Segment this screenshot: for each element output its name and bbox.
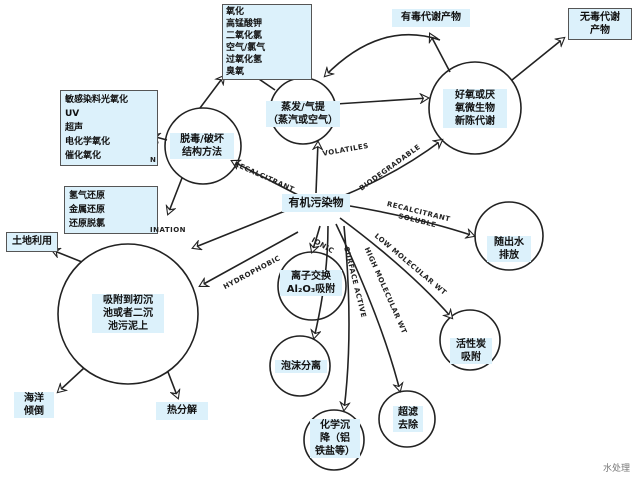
box-reduction: 氢气还原 金属还原 还原脱氯 [64,186,158,234]
node-activated-carbon-line1: 活性炭 [456,339,486,350]
box-advanced-oxidation-line3: 超声 [65,123,84,133]
box-toxic-products: 有毒代谢产物 [392,9,470,27]
node-evaporation-line1: 蒸发/气提 [281,102,325,113]
box-land-use: 土地利用 [6,232,58,252]
detox-circle [164,107,242,185]
sludge-circle [57,243,199,385]
footer-watermark: 水处理 [602,464,630,474]
node-sludge-line3: 池污泥上 [108,321,148,332]
box-oxidants-line3: 二氧化氯 [226,31,263,41]
node-activated-carbon: 活性炭 吸附 [450,338,492,364]
activated-carbon-circle [439,309,501,371]
box-oxidants-line4: 空气/氯气 [226,43,266,53]
edge-label-oxidation-tail: N [150,156,157,164]
flow-biodegradable [344,140,442,196]
node-ion-exchange-line2: Al₂O₃吸附 [286,284,336,295]
node-detox-line1: 脱毒/破坏 [180,134,224,145]
flow-detox-oxidants [199,76,224,109]
box-reduction-line2: 金属还原 [69,205,106,215]
node-discharge-line1: 随出水 [494,237,524,248]
box-oxidants-line6: 臭氧 [226,67,245,77]
flow-hydrophobic [200,231,299,286]
box-advanced-oxidation-line4: 电化学氧化 [65,137,111,147]
box-advanced-oxidation-line5: 催化氧化 [65,151,102,161]
chem-precip-circle [303,409,365,471]
box-reduction-line3: 还原脱氯 [69,219,106,229]
node-aerobic: 好氧或厌 氧微生物 新陈代谢 [443,89,507,128]
flow-recalcitrant [232,161,299,196]
flow-chem-precip [344,225,349,410]
box-ocean-dump: 海洋 倾倒 [14,392,54,418]
node-evaporation: 蒸发/气提 （蒸汽或空气） [266,101,340,127]
flow-loop [325,33,441,76]
node-sludge: 吸附到初沉 池或者二沉 池污泥上 [92,294,164,333]
node-discharge: 随出水 排放 [487,236,531,262]
edge-label-reduction-tail: INATION [150,226,187,234]
node-activated-carbon-line2: 吸附 [461,352,481,363]
box-ocean-dump-line1: 海洋 [24,393,44,404]
flow-sludge-pyrolysis [167,371,178,398]
box-oxidants: 氧化 高锰酸钾 二氧化氯 空气/氯气 过氧化氢 臭氧 [222,4,312,80]
box-advanced-oxidation-line2: UV [65,109,80,119]
node-sludge-line2: 池或者二沉 [103,308,153,319]
flow-aerobic-toxic [430,34,451,73]
box-pyrolysis: 热分解 [156,402,208,420]
node-aerobic-line2: 氧微生物 [455,103,495,114]
node-aerobic-line1: 好氧或厌 [455,90,495,101]
node-chem-precip-line3: 铁盐等） [315,446,355,457]
box-advanced-oxidation-line1: 敏感染料光氧化 [65,95,129,105]
node-chem-precip-line1: 化学沉 [320,420,350,431]
node-sludge-line1: 吸附到初沉 [103,295,153,306]
box-oxidants-line5: 过氧化氢 [226,55,263,65]
node-chem-precip-line2: 降（铝 [320,433,350,444]
box-ocean-dump-line2: 倾倒 [24,406,44,417]
node-ultrafiltration-line1: 超滤 [398,407,418,418]
flow-volatiles [316,142,318,194]
flow-ionic [312,225,321,252]
node-chem-precip: 化学沉 降（铝 铁盐等） [310,419,360,458]
box-nontoxic-products-line1: 无毒代谢 [580,12,620,23]
flow-detox-reduction [168,177,183,214]
box-oxidants-line1: 氧化 [226,7,245,17]
box-advanced-oxidation: 敏感染料光氧化 UV 超声 电化学氧化 催化氧化 [60,90,158,166]
flow-to-sludge [193,204,301,248]
aerobic-circle [428,61,522,155]
node-ultrafiltration-line2: 去除 [398,420,418,431]
node-ion-exchange: 离子交换 Al₂O₃吸附 [280,270,342,296]
box-nontoxic-products-line2: 产物 [590,25,610,36]
box-nontoxic-products: 无毒代谢 产物 [568,8,632,40]
flow-low-mw [339,217,452,318]
node-detox: 脱毒/破坏 结构方法 [170,133,234,159]
flow-evap-aerobic [335,98,428,105]
box-reduction-line1: 氢气还原 [69,191,106,201]
center-node-organic-pollutants: 有机污染物 [282,194,350,212]
node-foam: 泡沫分离 [275,360,327,373]
box-oxidants-line2: 高锰酸钾 [226,19,263,29]
flow-recalcitrant-soluble [349,205,474,236]
ultrafiltration-circle [378,390,436,448]
node-ion-exchange-line1: 离子交换 [291,271,331,282]
flow-sludge-ocean [58,367,85,392]
node-aerobic-line3: 新陈代谢 [455,116,495,127]
foam-circle [269,335,331,397]
node-discharge-line2: 排放 [499,250,519,261]
node-evaporation-line2: （蒸汽或空气） [268,115,338,126]
flow-sludge-land [52,250,83,263]
node-ultrafiltration: 超滤 去除 [393,406,423,432]
flow-aerobic-nontoxic [511,38,564,81]
node-detox-line2: 结构方法 [182,147,222,158]
